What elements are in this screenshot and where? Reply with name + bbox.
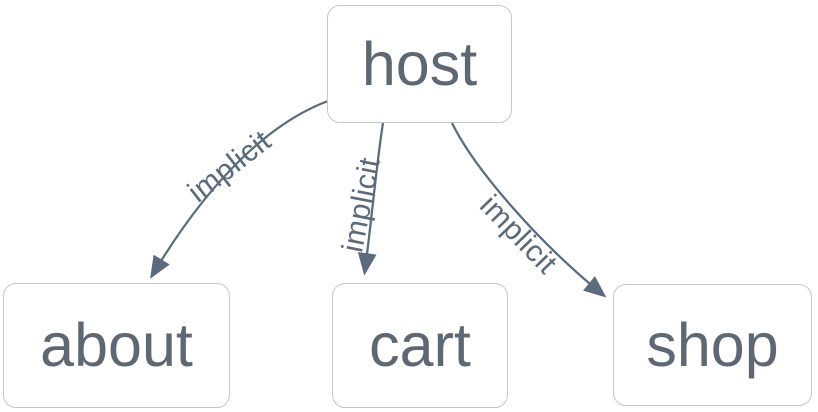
- node-shop: shop: [613, 284, 812, 406]
- node-cart-label: cart: [369, 311, 471, 379]
- node-host-label: host: [361, 29, 478, 98]
- edge-label-host-shop: implicit: [473, 188, 564, 281]
- edge-label-host-about: implicit: [181, 124, 278, 210]
- edge-label-host-cart: implicit: [336, 154, 387, 256]
- node-about-label: about: [40, 311, 193, 379]
- node-about: about: [3, 283, 230, 408]
- edge-host-about: [150, 99, 329, 279]
- node-shop-label: shop: [646, 310, 779, 379]
- node-host: host: [327, 5, 512, 123]
- node-cart: cart: [332, 283, 508, 408]
